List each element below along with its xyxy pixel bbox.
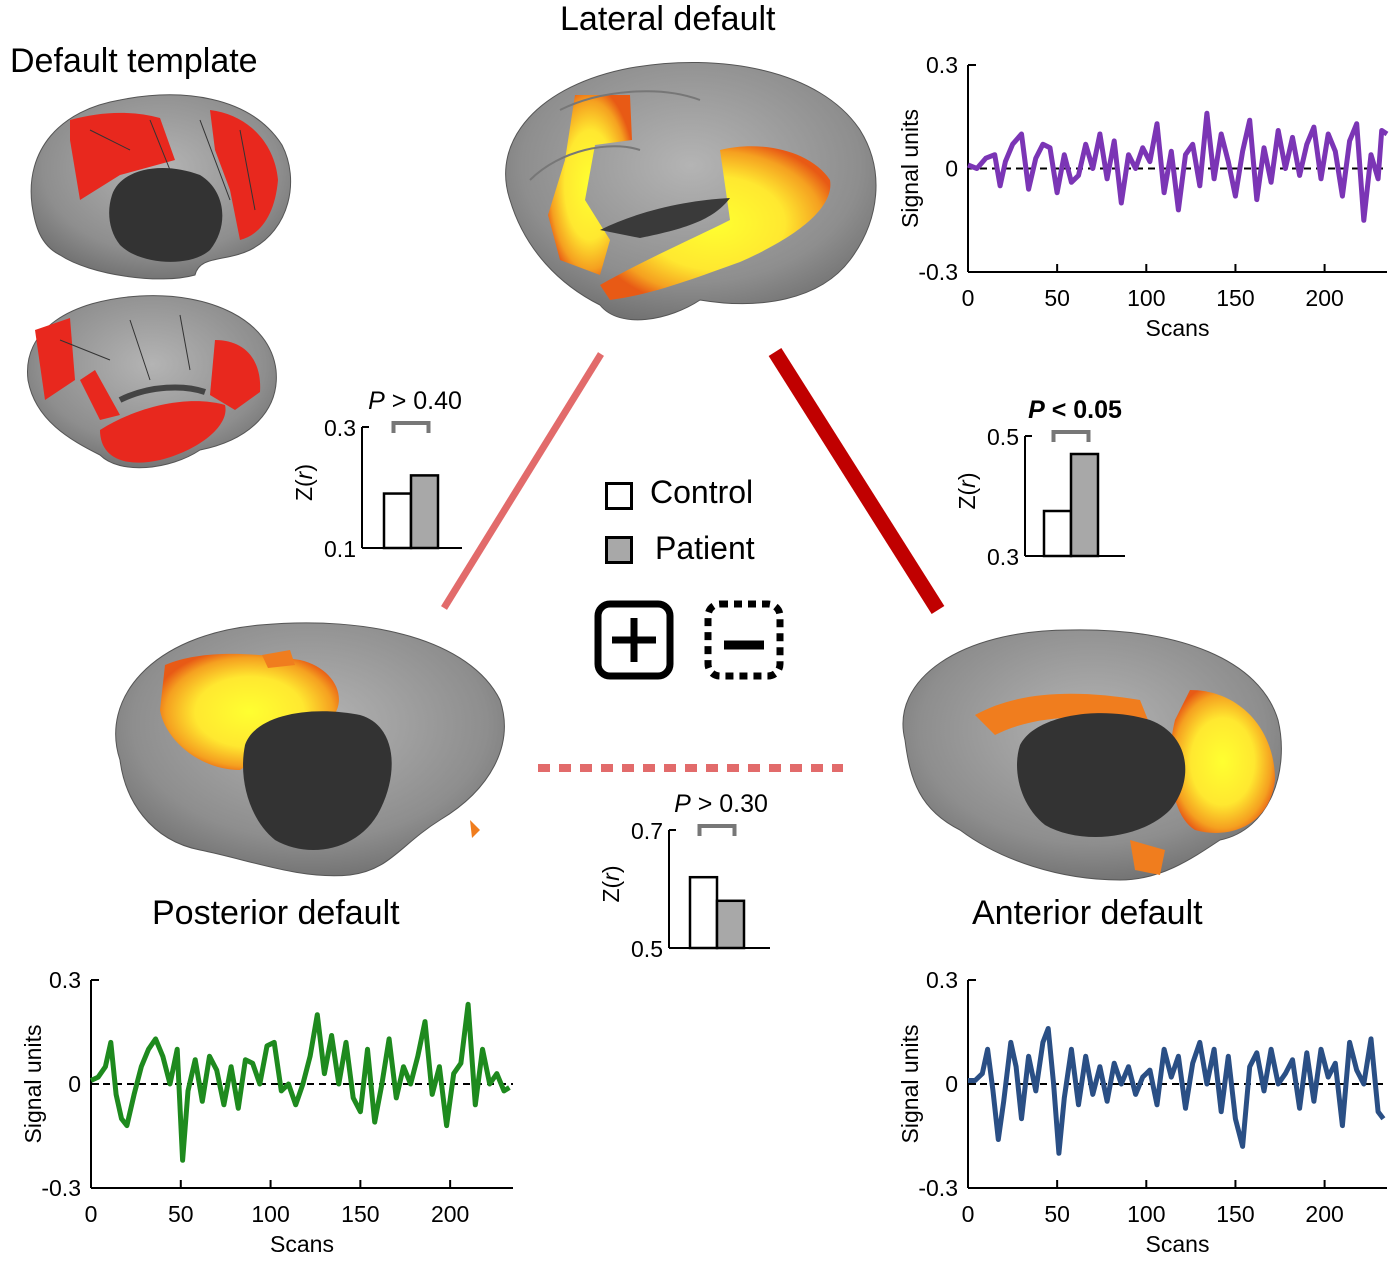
x-tick-label: 50: [1044, 285, 1070, 311]
template-medial-brain: [30, 94, 292, 280]
posterior-default-brain: [115, 622, 505, 877]
x-tick-label: 0: [85, 1201, 98, 1227]
y-tick-label: -0.3: [41, 1175, 81, 1201]
y-tick-label: 0.5: [631, 936, 663, 962]
y-tick-label: -0.3: [918, 1175, 958, 1201]
patient-legend-label: Patient: [655, 530, 755, 566]
control-legend-swatch: [605, 482, 633, 510]
x-tick-label: 50: [168, 1201, 194, 1227]
y-tick-label: 0: [945, 1071, 958, 1097]
x-tick-label: 150: [1216, 1201, 1254, 1227]
y-tick-label: 0.3: [324, 415, 356, 441]
bar-control: [688, 875, 719, 950]
p-value-annotation: P < 0.05: [1028, 396, 1122, 424]
template-lateral-brain: [27, 295, 277, 469]
series-line: [89, 1001, 511, 1163]
y-axis-label: Signal units: [897, 1025, 923, 1144]
y-axis-label: Z(r): [291, 464, 317, 501]
patient-legend-swatch: [605, 536, 633, 564]
x-tick-label: 200: [1305, 285, 1343, 311]
bar-patient: [409, 474, 440, 550]
x-axis-label: Scans: [1146, 315, 1210, 341]
bar_lat_ant-chart: 0.3 0.5Z(r) P < 0.05: [954, 396, 1125, 570]
weak-link-lateral-posterior: [441, 352, 604, 610]
y-axis-label: Z(r): [954, 472, 980, 509]
bar_lat_post-chart: 0.1 0.3Z(r) P > 0.40: [291, 387, 462, 562]
x-tick-label: 200: [1305, 1201, 1343, 1227]
x-axis-label: Scans: [270, 1231, 334, 1257]
y-tick-label: -0.3: [918, 259, 958, 285]
significance-bracket: [697, 824, 737, 836]
y-tick-label: 0.5: [987, 424, 1019, 450]
y-tick-label: 0: [945, 156, 958, 182]
x-tick-label: 100: [251, 1201, 289, 1227]
control-legend-label: Control: [650, 474, 754, 510]
strong-link-lateral-anterior: [768, 347, 945, 615]
p-value-annotation: P > 0.30: [674, 790, 768, 818]
x-tick-label: 200: [431, 1201, 469, 1227]
bar-patient: [715, 899, 746, 950]
significance-bracket: [1051, 430, 1091, 442]
x-tick-label: 150: [341, 1201, 379, 1227]
y-tick-label: 0.3: [926, 967, 958, 993]
plus-box-icon: [594, 600, 674, 680]
series-line: [968, 1026, 1386, 1156]
x-tick-label: 50: [1044, 1201, 1070, 1227]
x-tick-label: 0: [962, 1201, 975, 1227]
anterior-default-title: Anterior default: [972, 894, 1203, 932]
p-value-annotation: P > 0.40: [368, 387, 462, 415]
y-axis-label: Signal units: [897, 109, 923, 228]
lateral-default-brain: [505, 61, 877, 321]
x-tick-label: 100: [1127, 1201, 1165, 1227]
bar-patient: [1069, 452, 1100, 558]
y-tick-label: 0.7: [631, 818, 663, 844]
anterior-default-brain: [902, 629, 1282, 881]
bar-control: [382, 492, 413, 550]
x-tick-label: 100: [1127, 285, 1165, 311]
y-tick-label: 0.3: [49, 967, 81, 993]
significance-bracket: [391, 421, 431, 433]
bar-control: [1042, 509, 1073, 558]
y-tick-label: 0.3: [926, 52, 958, 78]
y-axis-label: Signal units: [20, 1025, 46, 1144]
bar_post_ant-chart: 0.5 0.7Z(r) P > 0.30: [598, 790, 770, 962]
default-template-title: Default template: [10, 42, 258, 80]
x-axis-label: Scans: [1146, 1231, 1210, 1257]
posterior-default-title: Posterior default: [152, 894, 400, 932]
minus-dashed-box-icon: [704, 600, 784, 680]
lateral-default-title: Lateral default: [560, 0, 776, 38]
y-tick-label: 0: [68, 1071, 81, 1097]
y-tick-label: 0.3: [987, 544, 1019, 570]
x-tick-label: 0: [962, 285, 975, 311]
series-line: [967, 110, 1389, 223]
y-tick-label: 0.1: [324, 536, 356, 562]
y-axis-label: Z(r): [598, 865, 624, 902]
x-tick-label: 150: [1216, 285, 1254, 311]
